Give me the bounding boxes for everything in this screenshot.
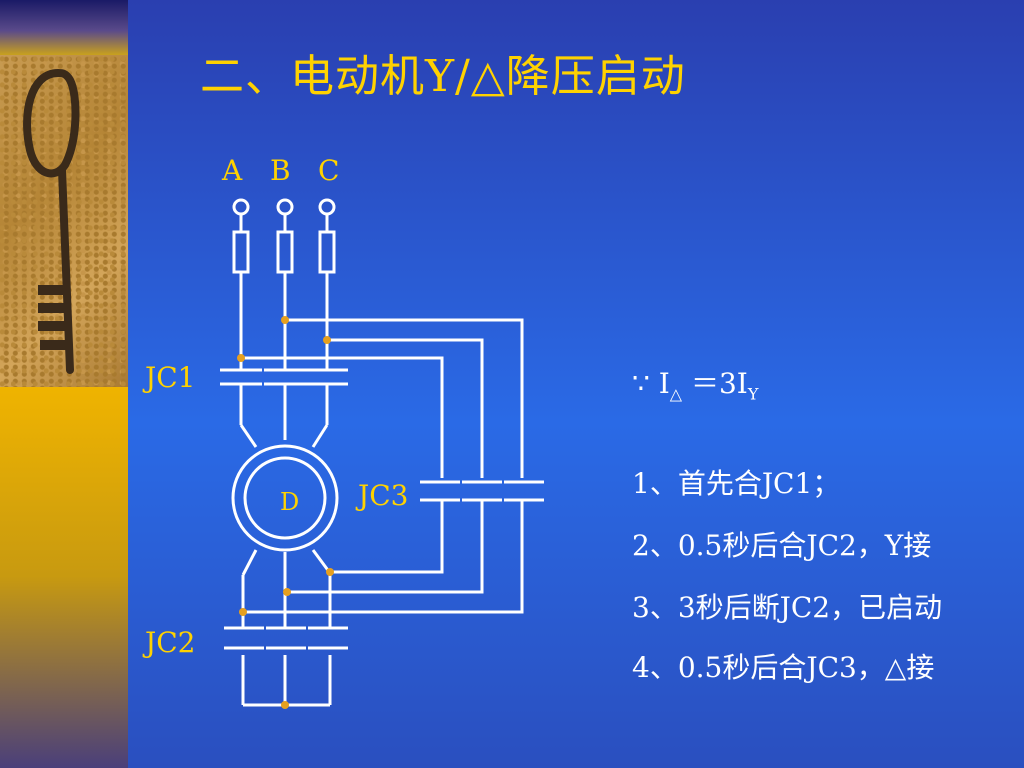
fuse-a (232, 230, 250, 274)
terminal-c (318, 198, 336, 216)
label-phase-a: A (221, 154, 243, 187)
antique-key-icon (23, 68, 80, 374)
step-1: 1、首先合JC1； (632, 467, 841, 500)
terminal-b (276, 198, 294, 216)
slide-title: 二、电动机Y/△降压启动 (200, 51, 686, 102)
step-4: 4、0.5秒后合JC3，△接 (632, 651, 935, 684)
junction-node (323, 336, 331, 344)
fuse-b (276, 230, 294, 274)
label-phase-b: B (270, 154, 291, 187)
junction-node (281, 316, 289, 324)
step-2: 2、0.5秒后合JC2，Y接 (632, 529, 932, 562)
step-3: 3、3秒后断JC2，已启动 (632, 591, 943, 624)
junction-node (281, 701, 289, 709)
label-jc3: JC3 (355, 479, 408, 512)
fuse-c (318, 230, 336, 274)
label-motor: D (280, 488, 299, 516)
key-photo (0, 55, 128, 387)
junction-node (239, 608, 247, 616)
motor-outer (231, 444, 339, 552)
junction-node (326, 568, 334, 576)
junction-node (283, 588, 291, 596)
label-jc2: JC2 (142, 626, 195, 659)
label-phase-c: C (318, 154, 339, 187)
motor-inner (243, 456, 327, 540)
junction-node (237, 354, 245, 362)
terminal-a (232, 198, 250, 216)
current-formula: ∵ I△ ＝3IY (632, 367, 759, 404)
label-jc1: JC1 (142, 361, 195, 394)
